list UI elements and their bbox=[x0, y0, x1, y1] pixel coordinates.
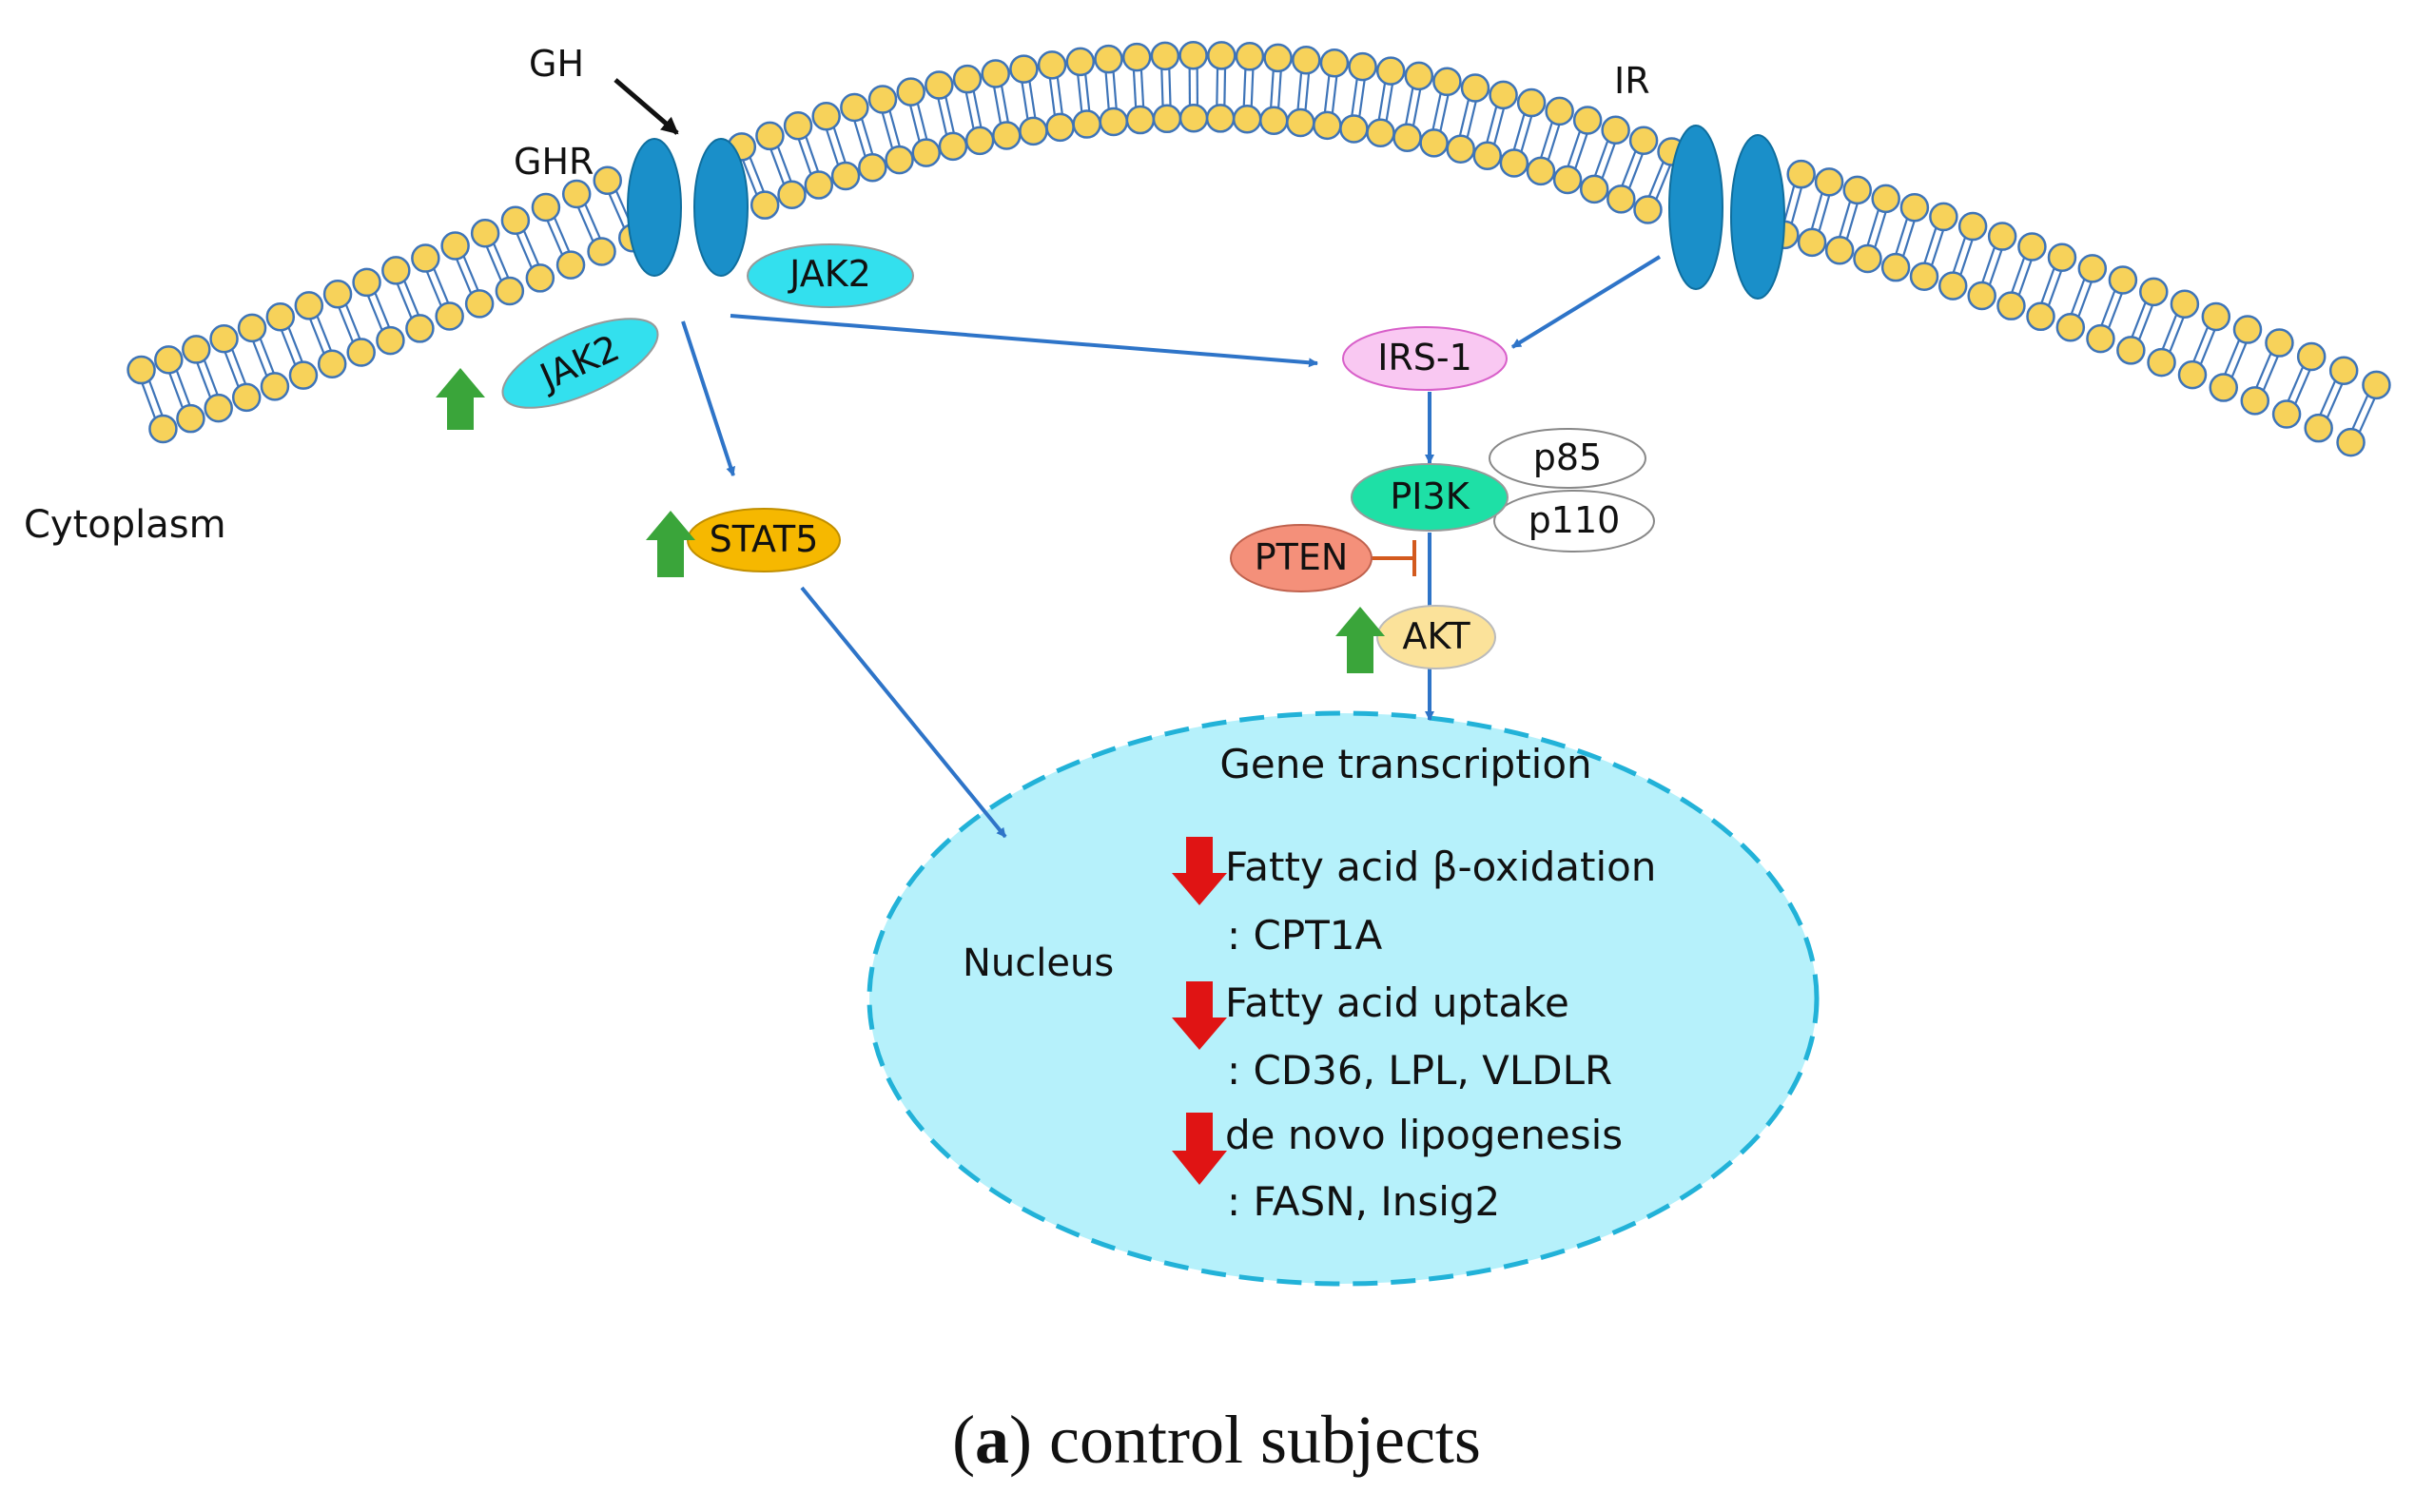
gene-group-genes: : FASN, Insig2 bbox=[1227, 1178, 1500, 1225]
nucleus bbox=[867, 710, 1820, 1287]
p85: p85 bbox=[1489, 428, 1646, 489]
svg-text:JAK2: JAK2 bbox=[788, 253, 871, 295]
pten: PTEN bbox=[1230, 524, 1373, 592]
cell-membrane bbox=[127, 41, 2391, 457]
up-arrow-icon bbox=[1335, 607, 1385, 673]
ghr-receptor bbox=[627, 138, 749, 277]
irs1: IRS-1 bbox=[1342, 326, 1508, 391]
down-arrow-icon bbox=[1172, 1113, 1227, 1185]
gene-group-genes: : CD36, LPL, VLDLR bbox=[1227, 1047, 1612, 1094]
svg-text:PTEN: PTEN bbox=[1255, 536, 1349, 578]
ir-label: IR bbox=[1614, 60, 1650, 102]
ir-receptor bbox=[1668, 125, 1785, 300]
stat5: STAT5 bbox=[687, 508, 841, 572]
gh-label: GH bbox=[529, 43, 584, 85]
p110: p110 bbox=[1493, 490, 1655, 552]
nucleus-label: Nucleus bbox=[963, 941, 1114, 985]
gene-transcription-label: Gene transcription bbox=[1219, 741, 1591, 787]
down-arrow-icon bbox=[1172, 981, 1227, 1050]
cytoplasm-label: Cytoplasm bbox=[24, 503, 226, 547]
svg-text:STAT5: STAT5 bbox=[710, 518, 819, 560]
svg-text:AKT: AKT bbox=[1402, 615, 1470, 657]
gene-group-title: Fatty acid β-oxidation bbox=[1225, 843, 1656, 890]
pten-inhibition bbox=[1365, 540, 1416, 576]
gene-group-title: de novo lipogenesis bbox=[1225, 1112, 1623, 1158]
ghr-label: GHR bbox=[514, 141, 594, 183]
svg-text:IRS-1: IRS-1 bbox=[1377, 337, 1472, 378]
svg-text:PI3K: PI3K bbox=[1390, 475, 1470, 517]
svg-text:p110: p110 bbox=[1529, 499, 1621, 541]
svg-text:p85: p85 bbox=[1533, 436, 1602, 478]
up-arrow-icon bbox=[646, 511, 695, 577]
akt: AKT bbox=[1376, 605, 1496, 669]
signaling-arrows bbox=[681, 255, 1662, 839]
jak2-top: JAK2 bbox=[747, 243, 914, 308]
down-arrow-icon bbox=[1172, 837, 1227, 905]
figure-caption: (a) control subjects bbox=[952, 1402, 1481, 1478]
gene-group-genes: : CPT1A bbox=[1227, 912, 1383, 959]
up-arrow-icon bbox=[436, 368, 485, 430]
jak2-bottom: JAK2 bbox=[501, 318, 659, 409]
gene-group-title: Fatty acid uptake bbox=[1225, 979, 1569, 1026]
pi3k: PI3K bbox=[1351, 463, 1509, 532]
gh-arrow bbox=[613, 78, 679, 135]
